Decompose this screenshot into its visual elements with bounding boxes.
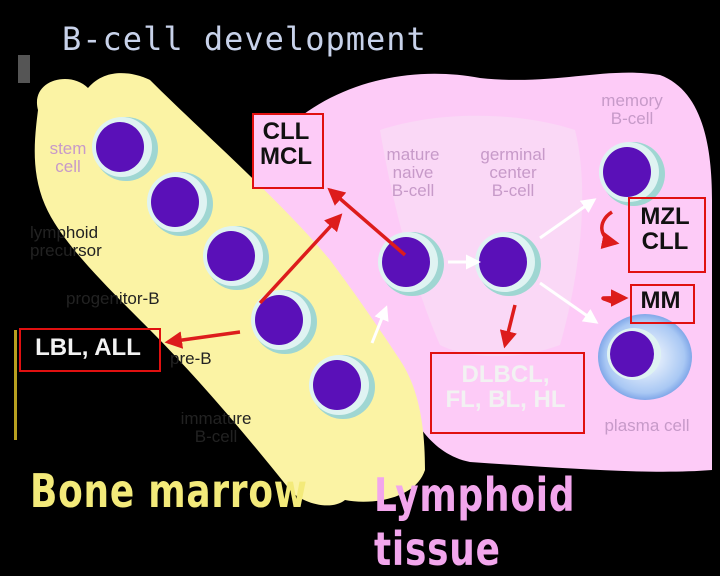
disease-box-cll-mcl <box>252 113 324 189</box>
arrow-naive-to-cll-mcl <box>327 187 407 257</box>
label-memory-b: memory B-cell <box>601 91 663 128</box>
disease-label-cll-mcl: CLL MCL <box>260 118 312 171</box>
cell-memory-b <box>599 142 665 206</box>
label-lymphoid-precursor: lymphoid precursor <box>30 223 102 260</box>
bone-marrow-label: Bone marrow <box>30 464 308 518</box>
label-plasma-cell: plasma cell <box>604 416 690 435</box>
label-germinal-center-b: germinal center B-cell <box>480 145 546 200</box>
label-mature-naive-b: mature naive B-cell <box>386 145 440 200</box>
cell-progenitor-b <box>203 226 269 290</box>
cells-group <box>92 117 665 419</box>
disease-box-mzl-cll <box>628 197 706 273</box>
cell-germinal-center-b <box>475 232 541 296</box>
plasma-cell-graphic <box>598 314 692 400</box>
arrow-to-dlbcl <box>499 304 517 349</box>
arrow-germinal-to-memory <box>539 198 597 240</box>
disease-label-mm: MM <box>640 287 681 314</box>
cell-pre-b <box>251 290 317 354</box>
disease-label-dlbcl: DLBCL, FL, BL, HL <box>445 361 566 414</box>
disease-label-lbl-all: LBL, ALL <box>35 334 141 361</box>
cell-lymphoid-precursor <box>147 172 213 236</box>
lymphoid-inner-lobe <box>380 115 583 357</box>
label-immature-b: immature B-cell <box>180 409 252 446</box>
margin-block <box>18 55 30 83</box>
disease-box-lbl-all <box>19 328 161 372</box>
label-stem-cell: stem cell <box>49 139 87 176</box>
arrow-to-mm <box>601 289 629 307</box>
cell-immature-b <box>309 355 375 419</box>
disease-label-mzl-cll: MZL CLL <box>640 203 690 256</box>
arrow-to-cll-mcl <box>258 213 343 305</box>
arrow-germinal-to-plasma <box>539 281 599 324</box>
left-margin <box>0 0 27 540</box>
disease-box-mm <box>630 284 695 324</box>
diagram-canvas <box>0 0 712 540</box>
label-pre-b: pre-B <box>170 349 212 368</box>
lymphoid-tissue-label: Lymphoid tissue <box>374 468 576 576</box>
slide-title: B-cell development <box>62 20 427 58</box>
cell-stem <box>92 117 158 181</box>
disease-box-dlbcl <box>430 352 585 434</box>
arrow-to-mzl-cll <box>600 210 620 250</box>
arrow-to-lbl-all <box>164 330 241 349</box>
label-progenitor-b: progenitor-B <box>66 289 160 308</box>
margin-stripe <box>14 330 17 440</box>
arrow-immature-to-naive <box>370 305 389 344</box>
